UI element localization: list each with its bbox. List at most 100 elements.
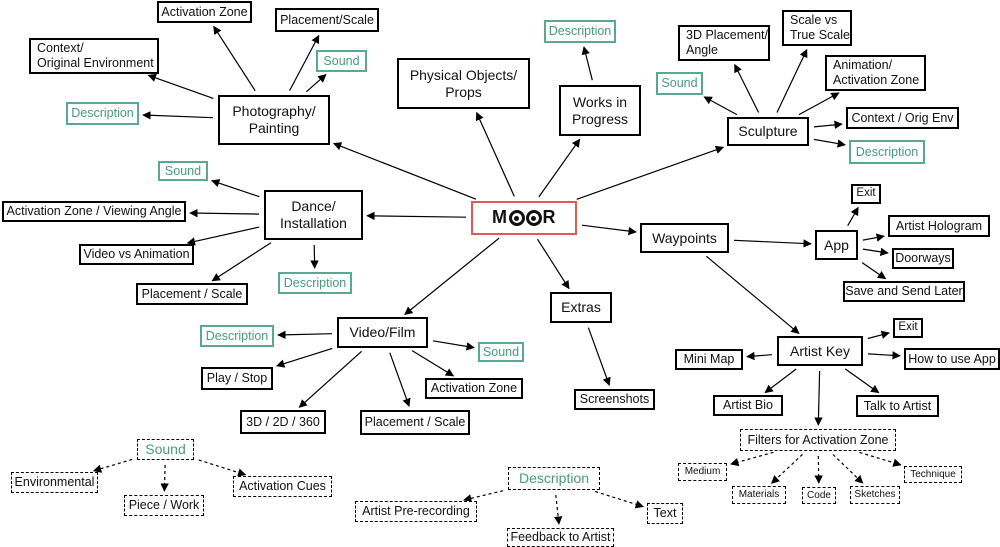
arrow-video-to-activation-zone-video xyxy=(411,350,455,377)
node-technique: Technique xyxy=(904,466,962,483)
arrow-app-to-artist-hologram xyxy=(862,233,885,242)
arrow-center-to-wip xyxy=(538,138,581,198)
node-piece-work: Piece / Work xyxy=(124,495,204,516)
node-label: Screenshots xyxy=(579,392,650,406)
node-label: Code xyxy=(807,489,831,501)
node-label: Sound xyxy=(145,441,186,458)
node-description-photo: Description xyxy=(66,102,139,125)
node-label: 3D Placement/ Angle xyxy=(686,28,768,57)
arrow-sculpture-to-placement-angle-3d xyxy=(734,63,760,113)
node-label: How to use App xyxy=(908,351,996,366)
node-sound-dance: Sound xyxy=(158,161,208,181)
arrow-center-to-dance xyxy=(366,211,467,221)
node-label: Sound xyxy=(661,76,698,90)
arrow-center-to-physical xyxy=(475,111,515,197)
logo-letter-m: M xyxy=(492,207,508,228)
node-label: Context / Orig Env xyxy=(851,110,954,125)
node-extras: Extras xyxy=(550,292,612,323)
arrow-sound-legend-to-activation-cues xyxy=(198,459,247,477)
node-physical: Physical Objects/ Props xyxy=(397,58,530,109)
node-label: Save and Send Later xyxy=(845,284,963,298)
node-label: Doorways xyxy=(895,251,951,265)
node-label: Sketches xyxy=(854,489,896,500)
node-wip: Works in Progress xyxy=(559,85,641,136)
node-label: Description xyxy=(855,144,919,159)
node-label: Mini Map xyxy=(683,352,735,366)
arrow-sculpture-to-description-sculpture xyxy=(813,138,846,148)
node-sound-video: Sound xyxy=(478,342,524,362)
arrow-dance-to-sound-dance xyxy=(211,179,260,198)
node-photo: Photography/ Painting xyxy=(218,95,330,145)
arrow-app-to-doorways xyxy=(862,247,889,256)
arrow-video-to-play-stop xyxy=(275,347,333,368)
node-label: Video/Film xyxy=(349,324,416,341)
node-video-vs-animation: Video vs Animation xyxy=(79,244,194,265)
node-label: Activation Cues xyxy=(239,479,326,493)
node-waypoints: Waypoints xyxy=(640,223,729,253)
node-label: Medium xyxy=(684,466,721,477)
node-label: Context/ Original Environment xyxy=(37,41,154,70)
node-save-send: Save and Send Later xyxy=(843,281,965,302)
node-label: Text xyxy=(653,506,677,520)
node-mini-map: Mini Map xyxy=(675,349,743,370)
node-placement-scale-photo: Placement/Scale xyxy=(275,8,379,32)
arrow-sculpture-to-scale-vs-true xyxy=(776,48,808,113)
node-materials: Materials xyxy=(732,486,786,504)
arrow-app-to-save-send xyxy=(861,262,887,280)
node-label: Description xyxy=(283,275,347,290)
arrow-wip-to-description-wip xyxy=(581,46,593,81)
node-feedback: Feedback to Artist xyxy=(507,528,614,547)
arrow-filters-to-medium xyxy=(730,451,774,467)
arrow-description-legend-to-text-node xyxy=(595,490,645,509)
arrow-sculpture-to-animation-activation xyxy=(798,92,840,116)
node-label: Sound xyxy=(482,344,520,359)
node-placement-angle-3d: 3D Placement/ Angle xyxy=(678,25,770,61)
node-artist-bio: Artist Bio xyxy=(713,395,783,416)
arrow-photo-to-sound-photo xyxy=(306,74,327,93)
node-activation-cues: Activation Cues xyxy=(233,476,332,497)
node-description-video: Description xyxy=(200,325,274,347)
node-placement-scale-dance: Placement / Scale xyxy=(136,283,248,305)
node-filters: Filters for Activation Zone xyxy=(740,429,896,451)
node-label: Exit xyxy=(856,187,876,200)
node-sketches: Sketches xyxy=(850,486,900,504)
node-label: Description xyxy=(71,106,134,120)
arrow-center-to-sculpture xyxy=(576,145,725,200)
node-placement-scale-video: Placement / Scale xyxy=(360,410,470,435)
node-label: Scale vs True Scale xyxy=(790,13,850,42)
node-medium: Medium xyxy=(678,463,727,481)
arrow-artist-key-to-mini-map xyxy=(746,351,773,361)
node-label: Description xyxy=(205,328,269,343)
node-label: Activation Zone xyxy=(161,4,248,19)
node-sound-photo: Sound xyxy=(316,50,367,72)
node-activation-viewing: Activation Zone / Viewing Angle xyxy=(2,201,186,222)
arrow-video-to-placement-scale-video xyxy=(389,352,411,407)
arrow-description-legend-to-feedback xyxy=(553,494,563,525)
arrow-video-to-description-video xyxy=(277,330,333,340)
node-play-stop: Play / Stop xyxy=(201,367,273,390)
node-label: Photography/ Painting xyxy=(232,103,316,136)
arrow-app-to-exit-app xyxy=(847,206,859,226)
node-app: App xyxy=(815,230,858,260)
node-label: Sound xyxy=(164,163,202,178)
node-artist-hologram: Artist Hologram xyxy=(888,215,990,237)
node-label: Placement / Scale xyxy=(364,415,466,429)
arrow-sound-legend-to-piece-work xyxy=(160,464,169,492)
node-label: Description xyxy=(518,470,590,487)
node-label: Filters for Activation Zone xyxy=(747,432,889,447)
node-description-legend: Description xyxy=(508,467,600,490)
node-text-node: Text xyxy=(647,503,683,524)
node-label: 3D / 2D / 360 xyxy=(246,414,320,429)
node-label: Artist Hologram xyxy=(895,218,983,233)
logo-letter-r: R xyxy=(542,207,556,228)
arrow-filters-to-materials xyxy=(770,453,803,484)
node-how-to-use: How to use App xyxy=(904,348,1000,370)
arrow-center-to-waypoints xyxy=(581,224,637,236)
node-description-sculpture: Description xyxy=(849,140,925,164)
node-label: Materials xyxy=(738,489,780,500)
node-activation-zone-photo: Activation Zone xyxy=(157,1,252,23)
node-context-orig-env: Context / Orig Env xyxy=(846,107,959,129)
node-label: App xyxy=(824,236,849,253)
node-code: Code xyxy=(802,487,836,504)
arrow-filters-to-sketches xyxy=(832,454,864,484)
